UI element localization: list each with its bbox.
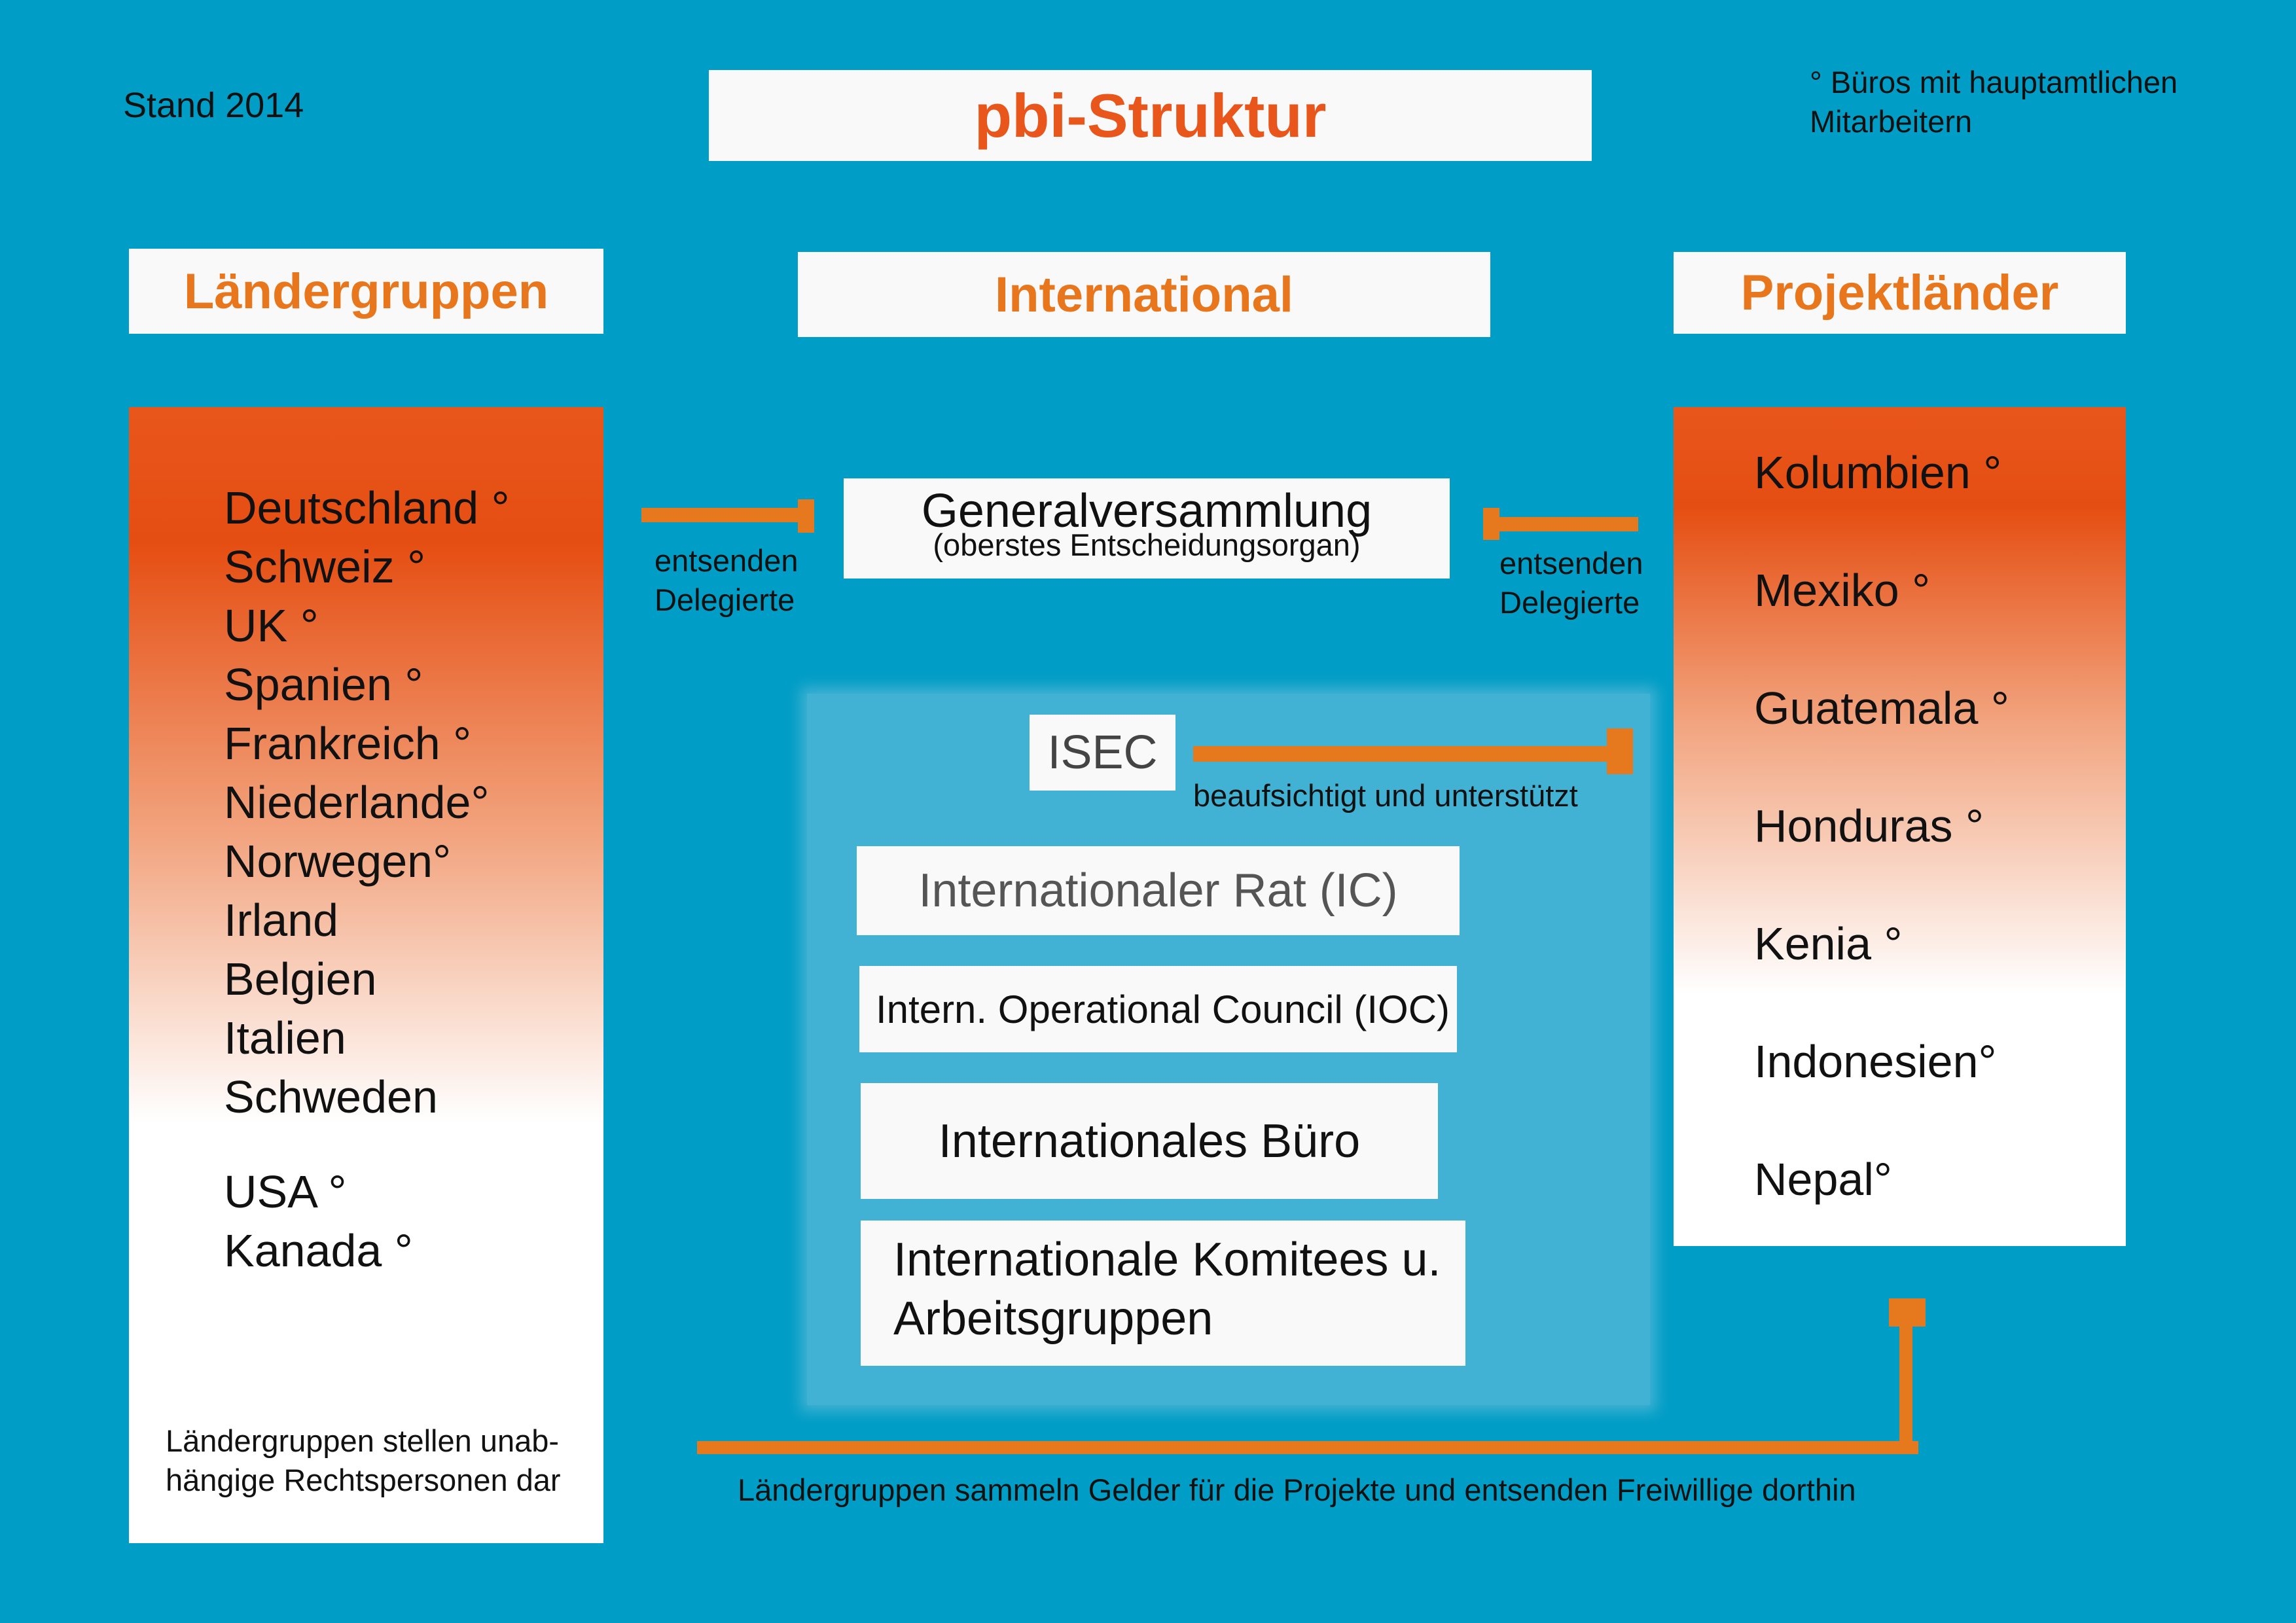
komitees-box: Internationale Komitees u. Arbeitsgruppe… bbox=[861, 1221, 1465, 1366]
legend-note: ° Büros mit hauptamtlichen Mitarbeitern bbox=[1810, 63, 2178, 141]
page-title: pbi-Struktur bbox=[974, 80, 1327, 150]
funding-arrow-vertical bbox=[1899, 1309, 1912, 1454]
stand-label: Stand 2014 bbox=[123, 86, 304, 125]
isec-arrow bbox=[1193, 746, 1622, 762]
generalversammlung-box: Generalversammlung (oberstes Entscheidun… bbox=[844, 478, 1450, 579]
note-line: Mitarbeitern bbox=[1810, 104, 1973, 139]
country-item: Honduras ° bbox=[1754, 800, 1984, 851]
laendergruppen-list: Deutschland ° Schweiz ° UK ° Spanien ° F… bbox=[224, 478, 510, 1280]
laendergruppen-panel: Deutschland ° Schweiz ° UK ° Spanien ° F… bbox=[129, 407, 603, 1543]
country-item: UK ° bbox=[224, 600, 319, 651]
header-projektlaender: Projektländer bbox=[1674, 252, 2126, 334]
country-item: USA ° bbox=[224, 1166, 347, 1217]
projektlaender-list: Kolumbien ° Mexiko ° Guatemala ° Hondura… bbox=[1754, 446, 2009, 1271]
komitees-line: Internationale Komitees u. bbox=[893, 1234, 1441, 1286]
country-item: Niederlande° bbox=[224, 777, 490, 828]
buero-box: Internationales Büro bbox=[861, 1083, 1438, 1199]
header-international: International bbox=[798, 252, 1490, 337]
label-line: Delegierte bbox=[1499, 585, 1640, 620]
delegates-right-arrow bbox=[1483, 517, 1638, 531]
country-item: Spanien ° bbox=[224, 659, 423, 710]
footnote-line: hängige Rechtspersonen dar bbox=[166, 1463, 561, 1497]
note-line: ° Büros mit hauptamtlichen bbox=[1810, 65, 2178, 99]
label-line: entsenden bbox=[655, 543, 798, 578]
komitees-line: Arbeitsgruppen bbox=[893, 1293, 1213, 1345]
funding-arrow bbox=[697, 1441, 1918, 1454]
country-item: Nepal° bbox=[1754, 1154, 1892, 1205]
footnote-line: Ländergruppen stellen unab- bbox=[166, 1423, 560, 1458]
country-item: Kenia ° bbox=[1754, 918, 1903, 969]
country-item: Guatemala ° bbox=[1754, 683, 2009, 734]
country-item: Kolumbien ° bbox=[1754, 447, 2002, 498]
country-item: Deutschland ° bbox=[224, 482, 510, 533]
delegates-right-label: entsenden Delegierte bbox=[1499, 544, 1643, 622]
country-item: Kanada ° bbox=[224, 1225, 413, 1276]
isec-box: ISEC bbox=[1030, 715, 1175, 791]
delegates-left-arrow bbox=[641, 508, 814, 522]
general-title: Generalversammlung bbox=[921, 485, 1372, 537]
isec-arrow-label: beaufsichtigt und unterstützt bbox=[1193, 778, 1578, 813]
general-subtitle: (oberstes Entscheidungsorgan) bbox=[933, 527, 1361, 562]
country-item: Frankreich ° bbox=[224, 718, 472, 769]
arrow-cap bbox=[798, 499, 814, 533]
arrow-cap bbox=[1607, 728, 1633, 774]
country-item: Schweiz ° bbox=[224, 541, 426, 592]
title-box: pbi-Struktur bbox=[709, 70, 1592, 161]
projektlaender-panel: Kolumbien ° Mexiko ° Guatemala ° Hondura… bbox=[1674, 407, 2126, 1246]
arrow-cap bbox=[1483, 508, 1499, 540]
label-line: entsenden bbox=[1499, 546, 1643, 580]
header-laendergruppen: Ländergruppen bbox=[129, 249, 603, 334]
country-item: Mexiko ° bbox=[1754, 565, 1931, 616]
country-item: Norwegen° bbox=[224, 836, 452, 887]
country-item: Indonesien° bbox=[1754, 1036, 1997, 1087]
delegates-left-label: entsenden Delegierte bbox=[655, 541, 798, 620]
country-item: Schweden bbox=[224, 1071, 438, 1122]
arrow-cap bbox=[1889, 1298, 1926, 1327]
ic-box: Internationaler Rat (IC) bbox=[857, 846, 1460, 935]
country-item: Irland bbox=[224, 895, 339, 946]
left-footnote: Ländergruppen stellen unab- hängige Rech… bbox=[166, 1421, 561, 1500]
ioc-box: Intern. Operational Council (IOC) bbox=[859, 966, 1457, 1052]
label-line: Delegierte bbox=[655, 582, 795, 617]
funding-label: Ländergruppen sammeln Gelder für die Pro… bbox=[738, 1472, 1856, 1507]
country-item: Belgien bbox=[224, 954, 377, 1005]
country-item: Italien bbox=[224, 1012, 346, 1063]
